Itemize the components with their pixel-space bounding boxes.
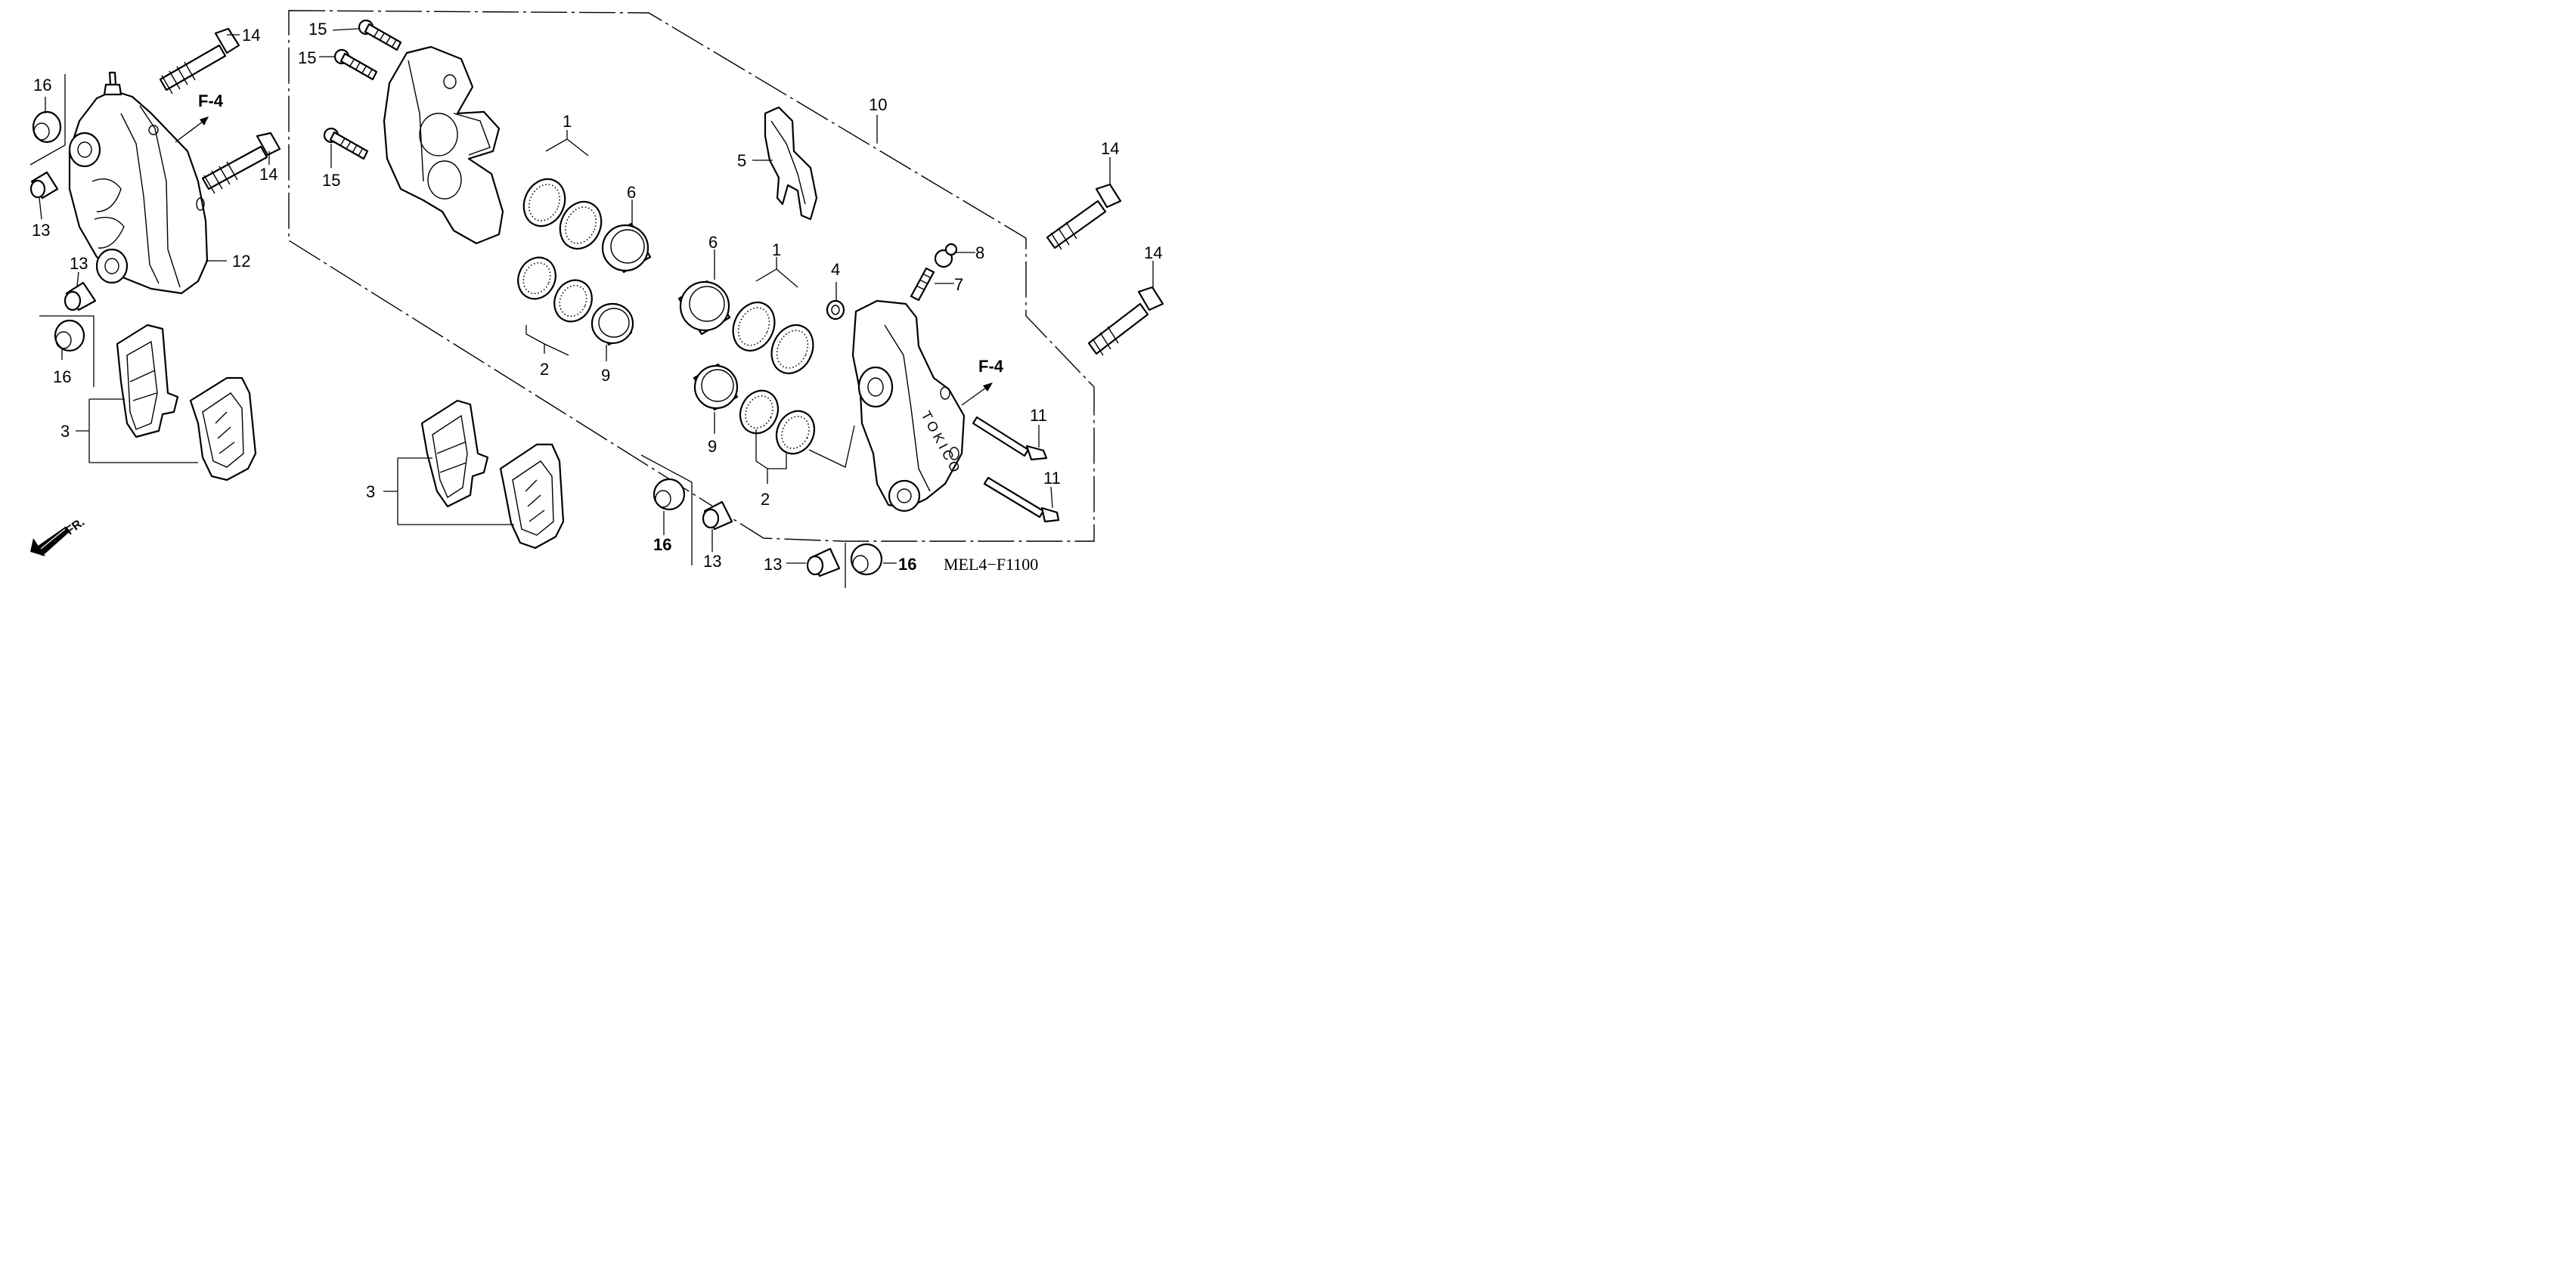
seal-16-bottom-center: [653, 478, 686, 511]
callout-11: 11: [1030, 406, 1047, 425]
seal-1-right-b: [770, 324, 814, 374]
brake-pad-center-b: [499, 443, 565, 550]
callout-2: 2: [761, 490, 770, 509]
front-label: FR.: [64, 516, 87, 537]
callout-6: 6: [627, 183, 636, 202]
callout-14: 14: [1144, 243, 1162, 262]
callout-labels: 14 14 16 13 13 16 12 3 F-4 15 15 15 1 6 …: [32, 20, 1162, 574]
bolt-14-right-lower: [1087, 286, 1164, 356]
ref-arrow-left: [175, 116, 209, 143]
callout-5: 5: [737, 151, 746, 170]
callout-7: 7: [954, 275, 963, 294]
callout-13: 13: [32, 221, 50, 240]
ref-arrow-right: [961, 382, 993, 406]
callout-14: 14: [259, 165, 277, 184]
callout-1: 1: [563, 112, 572, 131]
callout-9: 9: [708, 437, 717, 456]
ref-label-f4: F-4: [978, 357, 1004, 376]
piston-9-center: [591, 302, 634, 346]
bolt-14-left-upper: [159, 27, 240, 94]
callout-13: 13: [703, 552, 721, 571]
bleeder-screw-7: [910, 267, 935, 302]
callout-16: 16: [653, 535, 671, 554]
bolt-15-lower: [323, 127, 369, 160]
caliper-right-half: TOKICO: [851, 299, 966, 512]
bolt-14-right-upper: [1046, 183, 1122, 250]
brake-pad-center-a: [420, 399, 489, 508]
callout-1: 1: [772, 240, 781, 259]
brake-pad-left-a: [116, 324, 179, 438]
brake-pad-left-b: [189, 376, 257, 481]
front-direction-arrow: [30, 524, 70, 556]
pad-pin-11-lower: [983, 476, 1060, 523]
seal-16-left-lower: [54, 319, 85, 352]
callout-15: 15: [298, 48, 316, 67]
bolt-15-middle: [333, 48, 378, 81]
callout-3: 3: [60, 422, 70, 441]
collar-13-left-mid: [64, 281, 97, 311]
callout-11: 11: [1043, 469, 1061, 488]
caliper-center-half: [383, 45, 504, 245]
pad-pin-11-upper: [972, 416, 1048, 461]
bleeder-cap-8: [934, 243, 958, 268]
exploded-view-svg: TOKICO: [29, 10, 1164, 588]
parts-diagram: TOKICO: [0, 0, 1173, 588]
callout-15: 15: [308, 20, 327, 39]
seal-2-right-a: [739, 389, 780, 435]
cap-4: [826, 299, 845, 320]
callout-13: 13: [70, 254, 88, 273]
leader-lines: [39, 28, 1154, 564]
callout-9: 9: [601, 366, 610, 385]
bracket-left-mid: [39, 315, 95, 387]
bracket-left-top: [29, 74, 66, 166]
diagram-code: MEL4−F1100: [944, 555, 1038, 574]
piston-6-right: [677, 280, 731, 336]
callout-16: 16: [53, 367, 71, 386]
callout-3: 3: [366, 482, 375, 501]
collar-13-bottom-center: [702, 500, 733, 531]
ref-label-f4: F-4: [198, 91, 224, 110]
callout-13: 13: [764, 555, 782, 574]
bolt-15-upper: [358, 19, 402, 51]
seal-2-center-a: [517, 256, 556, 300]
seal-16-bottom-right: [850, 543, 883, 576]
callout-14: 14: [242, 26, 260, 45]
callout-14: 14: [1101, 139, 1119, 158]
piston-9-right: [693, 363, 739, 411]
seal-2-center-b: [553, 279, 593, 323]
callout-4: 4: [831, 260, 840, 279]
piston-6-center: [601, 222, 652, 274]
callout-6: 6: [708, 233, 718, 252]
callout-2: 2: [540, 360, 549, 379]
callout-16: 16: [33, 76, 51, 94]
callout-12: 12: [232, 252, 250, 271]
bracket-bottom-mid: [640, 454, 693, 565]
seal-16-left-upper: [32, 110, 62, 144]
collar-13-bottom-right: [806, 547, 841, 577]
pad-spring-5: [764, 106, 818, 221]
seal-1-center-a: [522, 178, 566, 228]
collar-13-left-upper: [29, 171, 59, 200]
seal-1-right-a: [732, 302, 776, 351]
leader-seal-to-caliper: [808, 425, 855, 468]
callout-16: 16: [898, 555, 916, 574]
caliper-left: [68, 71, 209, 295]
callout-8: 8: [975, 243, 984, 262]
seal-2-right-b: [775, 410, 816, 455]
bolt-14-left-lower: [201, 132, 281, 194]
callout-10: 10: [869, 95, 887, 114]
seal-1-center-b: [559, 200, 603, 250]
callout-15: 15: [322, 171, 340, 190]
